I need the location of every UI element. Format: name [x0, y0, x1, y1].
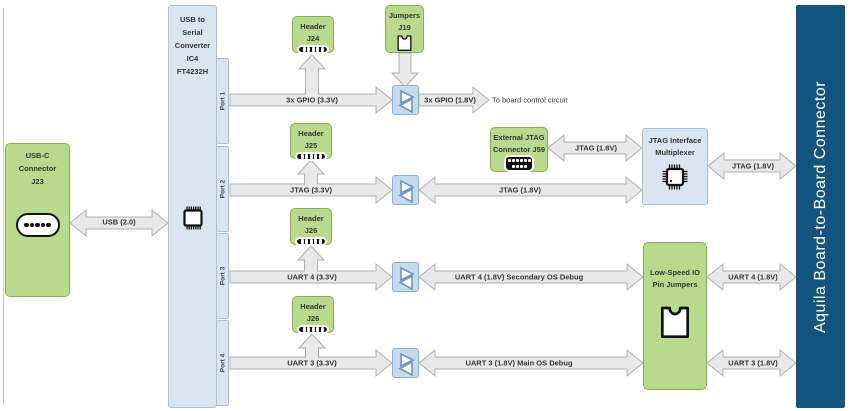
converter-title-line3: FT4232H	[176, 67, 209, 76]
jtag-mux-line2: Multiplexer	[655, 147, 695, 157]
header-icon	[297, 45, 329, 54]
external-jtag-j59-box: External JTAG Connector J59	[490, 127, 548, 172]
gpio-18-label: 3x GPIO (1.8V)	[424, 95, 476, 105]
jumpers-j19-line2: J19	[398, 22, 411, 32]
uart3-18-out-label: UART 3 (1.8V)	[728, 358, 778, 368]
lowspeed-io-jumpers-box: Low-Speed IO Pin Jumpers	[643, 242, 707, 390]
level-shifter-2	[392, 175, 419, 205]
header-icon	[295, 152, 327, 161]
header-j26-label: Header J26	[298, 214, 324, 235]
level-shifter-icon	[398, 89, 415, 114]
jumpers-j19-line1: Jumpers	[388, 11, 421, 20]
uart4-33-arrow	[229, 245, 393, 292]
jtag-18-mid-label: JTAG (1.8V)	[499, 185, 541, 195]
jtag-18-ext-label: JTAG (1.8V)	[575, 143, 617, 153]
chip-icon	[183, 206, 203, 230]
level-shifter-1	[392, 85, 419, 115]
uart3-18-mid-label: UART 3 (1.8V) Main OS Debug	[465, 358, 573, 368]
level-shifter-icon	[398, 179, 415, 204]
usbc-port-icon	[15, 213, 60, 237]
jumper-icon	[661, 306, 689, 338]
header-2row-icon	[504, 155, 534, 172]
jtag-18-out-label: JTAG (1.8V)	[732, 161, 774, 171]
level-shifter-3	[392, 262, 419, 292]
port-4-label: Port 4	[219, 353, 226, 373]
jumpers-j19-down-arrow	[390, 52, 420, 88]
external-jtag-line2: Connector J59	[492, 144, 546, 154]
port-3: Port 3	[216, 233, 229, 319]
gpio-33-label: 3x GPIO (3.3V)	[286, 95, 338, 105]
header-icon	[295, 237, 327, 246]
level-shifter-icon	[398, 352, 415, 377]
converter-title-line1: USB to Serial	[180, 15, 205, 37]
canvas-edge-line	[3, 8, 4, 405]
port-1-label: Port 1	[219, 91, 226, 111]
external-jtag-line1: External JTAG	[493, 133, 545, 142]
port-3-label: Port 3	[219, 266, 226, 286]
header-j25-box: Header J25	[290, 123, 332, 161]
usbc-title-line2: Connector	[18, 164, 57, 173]
port-1: Port 1	[216, 58, 229, 144]
usbc-title-line1: USB-C	[25, 151, 50, 160]
lowspeed-line2: Pin Jumpers	[652, 279, 698, 289]
lowspeed-line1: Low-Speed IO	[649, 268, 700, 277]
gpio-33-arrow	[229, 54, 393, 115]
usb-arrow-label: USB (2.0)	[102, 217, 136, 227]
uart4-18-mid-label: UART 4 (1.8V) Secondary OS Debug	[454, 272, 584, 282]
jumper-icon	[397, 35, 412, 51]
port-2-label: Port 2	[219, 179, 226, 199]
jtag-33-arrow	[229, 159, 393, 205]
uart4-33-label: UART 4 (3.3V)	[287, 272, 337, 282]
uart4-18-out-label: UART 4 (1.8V)	[728, 272, 778, 282]
header-j24-label: Header J24	[300, 22, 326, 43]
chip-icon	[662, 164, 688, 190]
uart3-33-label: UART 3 (3.3V)	[287, 358, 337, 368]
port-2: Port 2	[216, 146, 229, 232]
header-j26-box: Header J26	[290, 208, 332, 246]
header-j24-box: Header J24	[292, 16, 334, 54]
usbc-title-line3: J23	[31, 177, 44, 186]
header-j26b-box: Header J26	[292, 296, 334, 334]
board-to-board-connector-bar: Aquila Board-to-Board Connector	[796, 5, 845, 408]
usbc-connector-box: USB-C Connector J23	[5, 143, 70, 297]
level-shifter-icon	[398, 266, 415, 291]
board-control-dest-label: To board control circuit	[492, 95, 568, 105]
header-j26b-label: Header J26	[300, 302, 326, 323]
level-shifter-4	[392, 348, 419, 378]
jtag-mux-box: JTAG Interface Multiplexer	[642, 128, 708, 205]
header-j25-label: Header J25	[298, 129, 324, 150]
uart3-33-arrow	[229, 333, 393, 378]
port-4: Port 4	[216, 320, 229, 406]
jumpers-j19-box: Jumpers J19	[385, 5, 424, 53]
gpio-18-arrow	[418, 85, 490, 115]
jtag-33-label: JTAG (3.3V)	[290, 185, 332, 195]
board-connector-label: Aquila Board-to-Board Connector	[811, 80, 829, 333]
header-icon	[297, 325, 329, 334]
jtag-mux-line1: JTAG Interface	[648, 136, 702, 145]
converter-title-line2: Converter IC4	[174, 41, 211, 63]
usb-serial-converter-box: USB to Serial Converter IC4 FT4232H	[168, 5, 217, 408]
